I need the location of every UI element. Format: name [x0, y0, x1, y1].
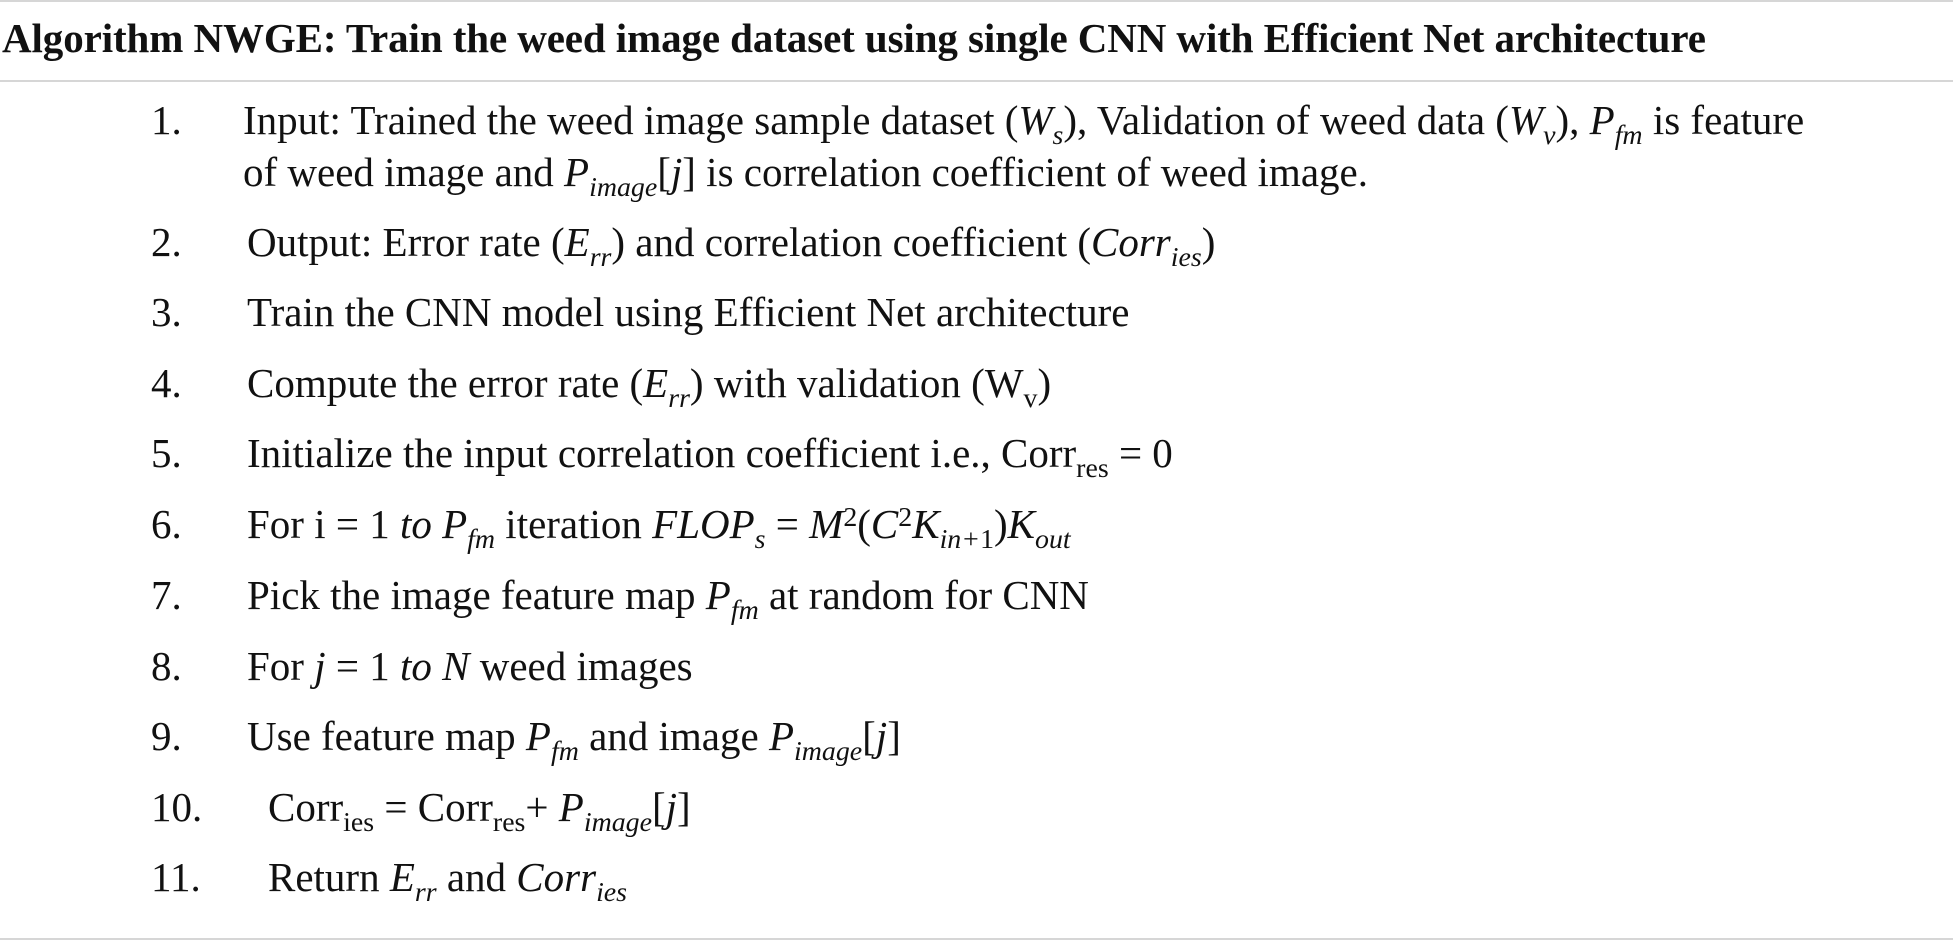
- step-number: 8.: [151, 643, 182, 689]
- step-line: Input: Trained the weed image sample dat…: [243, 97, 1805, 152]
- algorithm-title: Algorithm NWGE: Train the weed image dat…: [2, 15, 1706, 61]
- step-text: Train the CNN model using Efficient Net …: [247, 286, 1129, 338]
- step-line: of weed image and Pimage[j] is correlati…: [243, 149, 1368, 204]
- step-number: 1.: [151, 97, 182, 143]
- step-number: 6.: [151, 501, 182, 547]
- step-number: 3.: [151, 289, 182, 335]
- step-text: Compute the error rate (Err) with valida…: [247, 357, 1052, 415]
- step-text: Pick the image feature map Pfm at random…: [247, 569, 1089, 627]
- bottom-rule: [0, 938, 1953, 940]
- step-text: Input: Trained the weed image sample dat…: [243, 94, 1805, 204]
- step-line: Output: Error rate (Err) and correlation…: [247, 219, 1216, 274]
- step-text: Output: Error rate (Err) and correlation…: [247, 216, 1216, 274]
- step-text: Initialize the input correlation coeffic…: [247, 427, 1173, 485]
- step-line: Train the CNN model using Efficient Net …: [247, 289, 1130, 335]
- step-number: 10.: [151, 784, 203, 830]
- step-line: Return Err and Corries: [268, 854, 628, 909]
- step-text: Use feature map Pfm and image Pimage[j]: [247, 710, 901, 768]
- step-line: For j = 1 to N weed images: [247, 643, 693, 689]
- step-number: 4.: [151, 360, 182, 406]
- step-text: For i = 1 to Pfm iteration FLOPs = M2(C2…: [247, 498, 1071, 556]
- step-line: Use feature map Pfm and image Pimage[j]: [247, 713, 901, 768]
- step-number: 7.: [151, 572, 182, 618]
- step-number: 11.: [151, 854, 201, 900]
- step-text: Corries = Corrres+ Pimage[j]: [268, 781, 691, 839]
- step-text: Return Err and Corries: [268, 851, 628, 909]
- step-line: Corries = Corrres+ Pimage[j]: [268, 784, 691, 839]
- step-number: 9.: [151, 713, 182, 759]
- step-text: For j = 1 to N weed images: [247, 640, 693, 692]
- step-line: Pick the image feature map Pfm at random…: [247, 572, 1089, 627]
- step-line: For i = 1 to Pfm iteration FLOPs = M2(C2…: [247, 501, 1071, 556]
- step-number: 2.: [151, 219, 182, 265]
- top-rule: [0, 0, 1953, 2]
- step-line: Initialize the input correlation coeffic…: [247, 430, 1173, 485]
- title-rule: [0, 80, 1953, 82]
- step-number: 5.: [151, 430, 182, 476]
- step-line: Compute the error rate (Err) with valida…: [247, 360, 1052, 415]
